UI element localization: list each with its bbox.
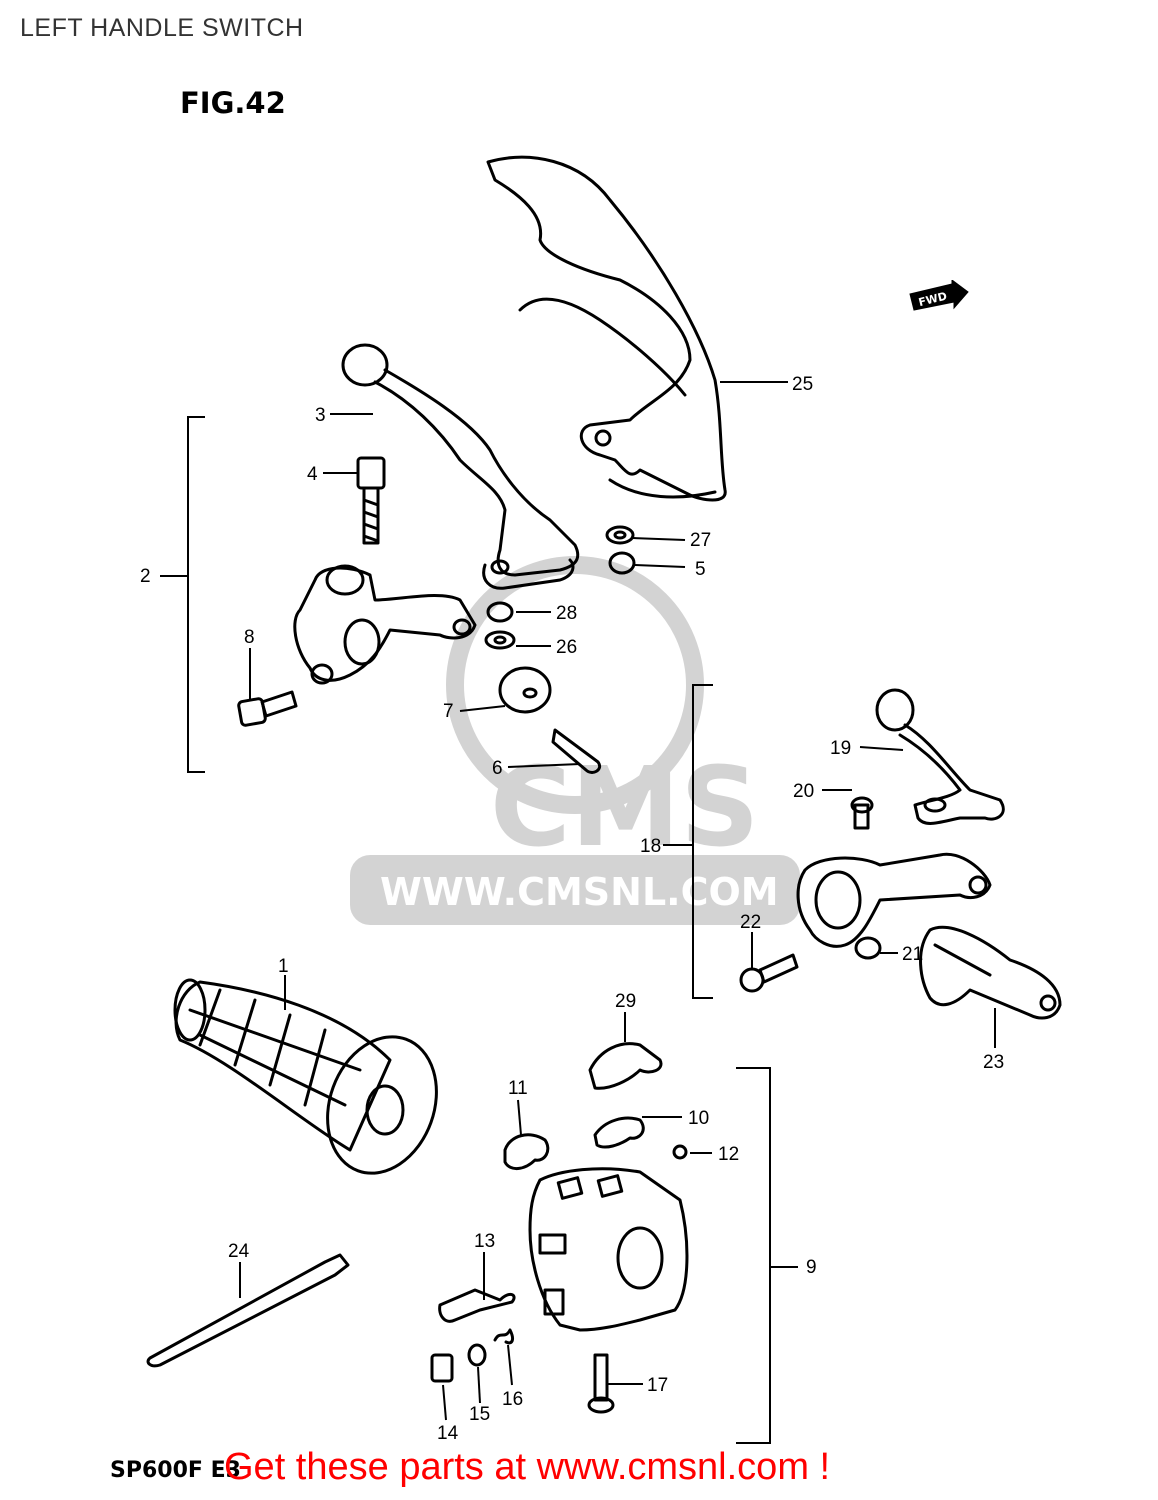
- part-switch-knob-29: [588, 1042, 663, 1090]
- callout-5: 5: [695, 559, 706, 580]
- callout-18: 18: [640, 836, 661, 857]
- callout-12: 12: [718, 1144, 739, 1165]
- callout-1: 1: [278, 956, 289, 977]
- part-contact-plate: [430, 1288, 516, 1383]
- promo-link[interactable]: Get these parts at www.cmsnl.com !: [224, 1446, 831, 1488]
- watermark-brand: CMS: [490, 743, 759, 871]
- callout-3: 3: [315, 405, 326, 426]
- part-bracket-screw: [739, 953, 799, 993]
- callout-7: 7: [443, 701, 454, 722]
- part-lever-bracket: [293, 564, 477, 685]
- part-lever-set: [850, 688, 1005, 830]
- callout-16: 16: [502, 1389, 523, 1410]
- callout-21: 21: [902, 944, 923, 965]
- callout-9: 9: [806, 1257, 817, 1278]
- callout-20: 20: [793, 781, 814, 802]
- part-clamp-screw: [237, 690, 298, 727]
- part-switch-knobs: [503, 1116, 688, 1170]
- page-title: LEFT HANDLE SWITCH: [20, 14, 304, 42]
- callout-6: 6: [492, 758, 503, 779]
- part-nut-and-washer: [484, 601, 516, 650]
- forward-arrow-icon: FWD: [909, 280, 969, 311]
- part-lever-bolt: [356, 456, 386, 545]
- callout-24: 24: [228, 1241, 250, 1262]
- part-adjuster: [498, 666, 601, 774]
- part-handlebar-grip: [173, 978, 438, 1175]
- model-code: SP600F E3: [110, 1458, 241, 1483]
- callout-11: 11: [508, 1078, 528, 1099]
- part-switch-housing: [528, 1167, 689, 1332]
- part-lever-cover: [919, 925, 1062, 1020]
- part-right-bracket: [796, 852, 992, 960]
- part-cable-tie: [146, 1253, 350, 1368]
- part-housing-screw: [587, 1353, 615, 1414]
- callout-8: 8: [244, 627, 255, 648]
- callout-17: 17: [647, 1375, 668, 1396]
- callout-4: 4: [307, 464, 318, 485]
- callout-14: 14: [437, 1423, 459, 1444]
- watermark-url: WWW.CMSNL.COM: [380, 870, 779, 914]
- figure-label: FIG.42: [180, 86, 286, 120]
- part-hand-guard: [486, 155, 727, 502]
- callout-29: 29: [615, 991, 636, 1012]
- callout-2: 2: [140, 566, 151, 587]
- part-clutch-lever: [341, 343, 580, 590]
- callout-15: 15: [469, 1404, 490, 1425]
- leader-lines: [160, 381, 996, 1421]
- callout-22: 22: [740, 912, 761, 933]
- callout-13: 13: [474, 1231, 495, 1252]
- callout-25: 25: [792, 374, 813, 395]
- callout-27: 27: [690, 530, 711, 551]
- callout-19: 19: [830, 738, 851, 759]
- callout-28: 28: [556, 603, 577, 624]
- part-washer-and-nut: [605, 525, 636, 575]
- callout-10: 10: [688, 1108, 709, 1129]
- callout-numbers: 1 2 3 4 5 6 7 8 9 10 11 12 13 14 15 16 1…: [140, 374, 1004, 1444]
- callout-23: 23: [983, 1052, 1004, 1073]
- callout-26: 26: [556, 637, 577, 658]
